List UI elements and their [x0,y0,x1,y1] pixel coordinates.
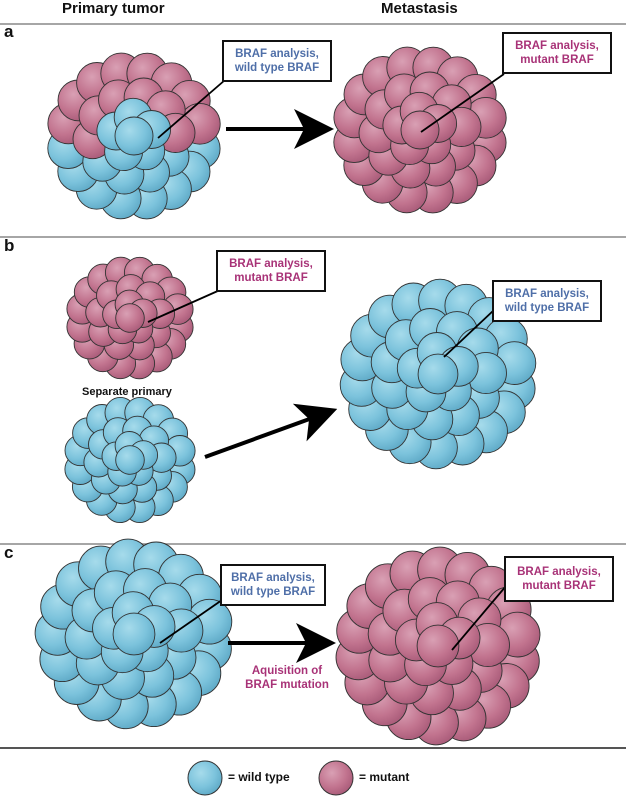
callout-b-metastasis: BRAF analysis, wild type BRAF [492,280,602,322]
tumor-b-separate-primary [64,396,196,524]
legend-wild-type-label: = wild type [228,770,290,784]
pointer-c-primary [159,599,223,644]
panel-label-c: c [4,543,14,562]
mutant-cell [400,110,440,150]
callout-b-primary-line2: mutant BRAF [234,272,308,284]
legend-mutant-swatch [318,760,354,796]
tumor-a-metastasis [333,46,507,214]
mutant-cell [416,624,460,668]
callout-b-metastasis-line1: BRAF analysis, [505,288,589,300]
callout-b-primary: BRAF analysis, mutant BRAF [216,250,326,292]
pointer-b-primary [147,289,221,323]
wild-type-cell [417,353,459,395]
callout-a-metastasis-line1: BRAF analysis, [515,40,599,52]
callout-c-primary-line1: BRAF analysis, [231,572,315,584]
header-primary-tumor: Primary tumor [62,0,165,17]
wild-type-cell [112,612,156,656]
callout-b-primary-line1: BRAF analysis, [229,258,313,270]
mutant-cell [115,303,145,333]
wild-type-cell [114,116,154,156]
callout-c-metastasis-line1: BRAF analysis, [517,566,601,578]
pointer-c-metastasis [451,585,507,651]
callout-a-primary-line2: wild type BRAF [234,62,320,74]
callout-a-metastasis: BRAF analysis, mutant BRAF [502,32,612,74]
arrow-b [204,403,338,459]
wild-type-cell [115,445,145,475]
tumor-b-primary-mutant [66,256,194,380]
callout-b-metastasis-line2: wild type BRAF [504,302,590,314]
legend-wild-type-swatch [187,760,223,796]
acquisition-label-line2: BRAF mutation [245,679,329,691]
tumor-a-primary [47,52,221,220]
callout-c-primary: BRAF analysis, wild type BRAF [220,564,326,606]
tumor-c-metastasis [335,546,541,746]
pointer-a-metastasis [420,73,505,133]
callout-a-metastasis-line2: mutant BRAF [520,54,594,66]
legend-mutant-label: = mutant [359,770,410,784]
callout-c-metastasis-line2: mutant BRAF [522,580,596,592]
header-metastasis: Metastasis [381,0,458,17]
callout-a-primary: BRAF analysis, wild type BRAF [222,40,332,82]
callout-a-primary-line1: BRAF analysis, [235,48,319,60]
pointer-b-metastasis [443,309,495,358]
acquisition-label-line1: Aquisition of [251,665,323,677]
pointer-a-primary [157,79,226,139]
panel-label-b: b [4,236,15,255]
acquisition-label: Aquisition of BRAF mutation [232,664,342,692]
separate-primary-label: Separate primary [82,386,172,398]
callout-c-metastasis: BRAF analysis, mutant BRAF [504,556,614,602]
panel-label-a: a [4,22,14,41]
tumor-c-primary [34,538,233,730]
callout-c-primary-line2: wild type BRAF [230,586,316,598]
